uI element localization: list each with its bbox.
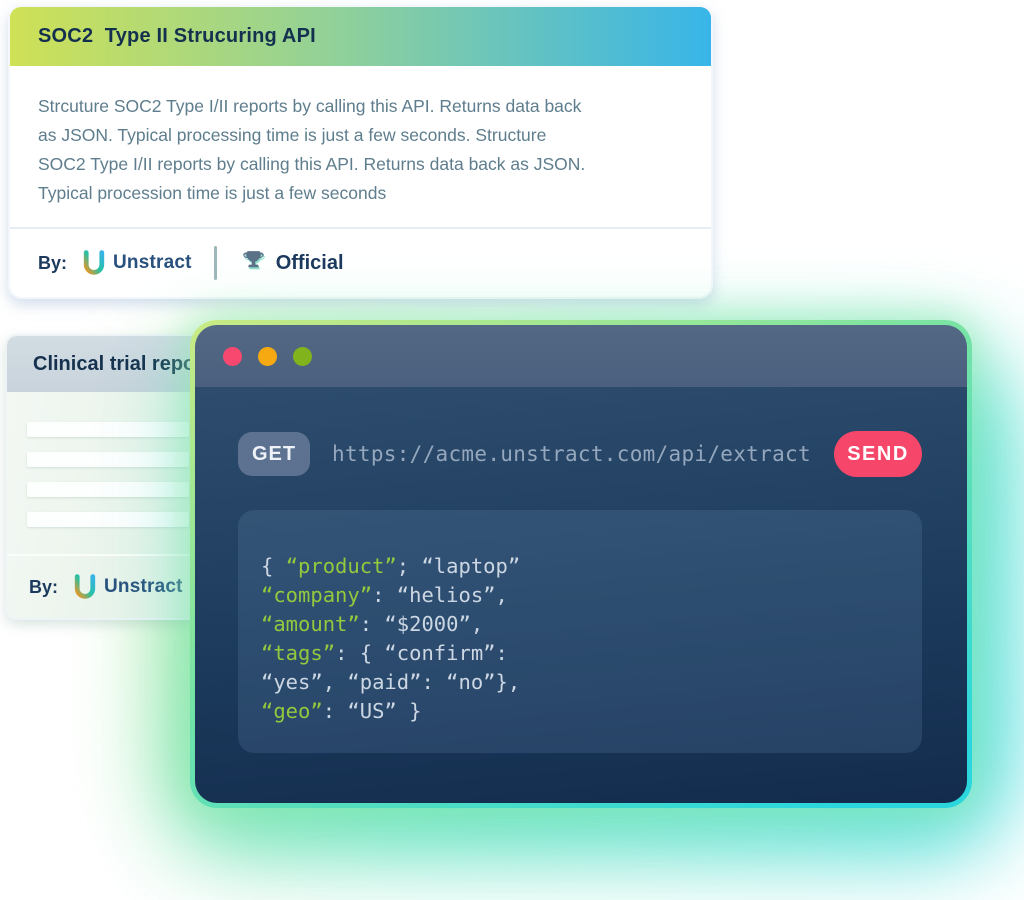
minimize-icon[interactable] (258, 346, 277, 366)
placeholder-bar (27, 452, 189, 467)
description-line: Typical procession time is just a few se… (38, 183, 387, 203)
zoom-icon[interactable] (293, 346, 312, 366)
clinical-card-title: Clinical trial repo (33, 352, 196, 375)
close-icon[interactable] (223, 346, 242, 366)
browser-window-inner: GET https://acme.unstract.com/api/extrac… (195, 325, 967, 803)
placeholder-lines (7, 392, 555, 527)
send-button[interactable]: SEND (834, 431, 922, 477)
code-line: “tags”: { “confirm”: (261, 641, 508, 665)
unstract-logo-icon (72, 573, 98, 601)
placeholder-bar (27, 422, 189, 437)
by-label: By: (29, 576, 59, 597)
brand-name: Unstract (104, 576, 183, 597)
clinical-card-footer: By: Unstract (7, 556, 555, 618)
code-line: “company”: “helios”, (261, 583, 508, 607)
url-field[interactable]: https://acme.unstract.com/api/extract (332, 442, 811, 466)
brand-name: Unstract (113, 252, 192, 273)
official-badge: Official (275, 251, 344, 274)
code-line: “amount”: “$2000”, (261, 612, 484, 636)
by-label: By: (38, 252, 68, 273)
request-row: GET https://acme.unstract.com/api/extrac… (238, 431, 922, 477)
description-line: SOC2 Type I/II reports by calling this A… (38, 154, 586, 174)
trophy-icon (241, 248, 266, 278)
code-line: “geo”: “US” } (261, 699, 422, 723)
soc2-api-card[interactable]: SOC2 Type II Strucuring API Strcuture SO… (8, 5, 713, 299)
footer-divider (213, 246, 217, 280)
soc2-card-footer: By: Unstract (10, 227, 711, 297)
browser-window: GET https://acme.unstract.com/api/extrac… (190, 320, 972, 808)
soc2-card-description: Strcuture SOC2 Type I/II reports by call… (10, 68, 711, 226)
description-line: Strcuture SOC2 Type I/II reports by call… (38, 96, 582, 116)
placeholder-bar (27, 512, 189, 527)
soc2-card-header: SOC2 Type II Strucuring API (10, 7, 711, 68)
code-line: “yes”, “paid”: “no”}, (261, 670, 521, 694)
description-line: as JSON. Typical processing time is just… (38, 125, 547, 145)
unstract-logo-icon (81, 249, 107, 277)
code-line: { “product”; “laptop” (261, 554, 521, 578)
http-method-pill[interactable]: GET (238, 432, 310, 476)
soc2-card-title: SOC2 Type II Strucuring API (38, 25, 316, 47)
window-titlebar (195, 325, 967, 387)
window-body: GET https://acme.unstract.com/api/extrac… (195, 387, 967, 803)
json-response-panel: { “product”; “laptop” “company”: “helios”… (238, 510, 922, 753)
placeholder-bar (27, 482, 189, 497)
